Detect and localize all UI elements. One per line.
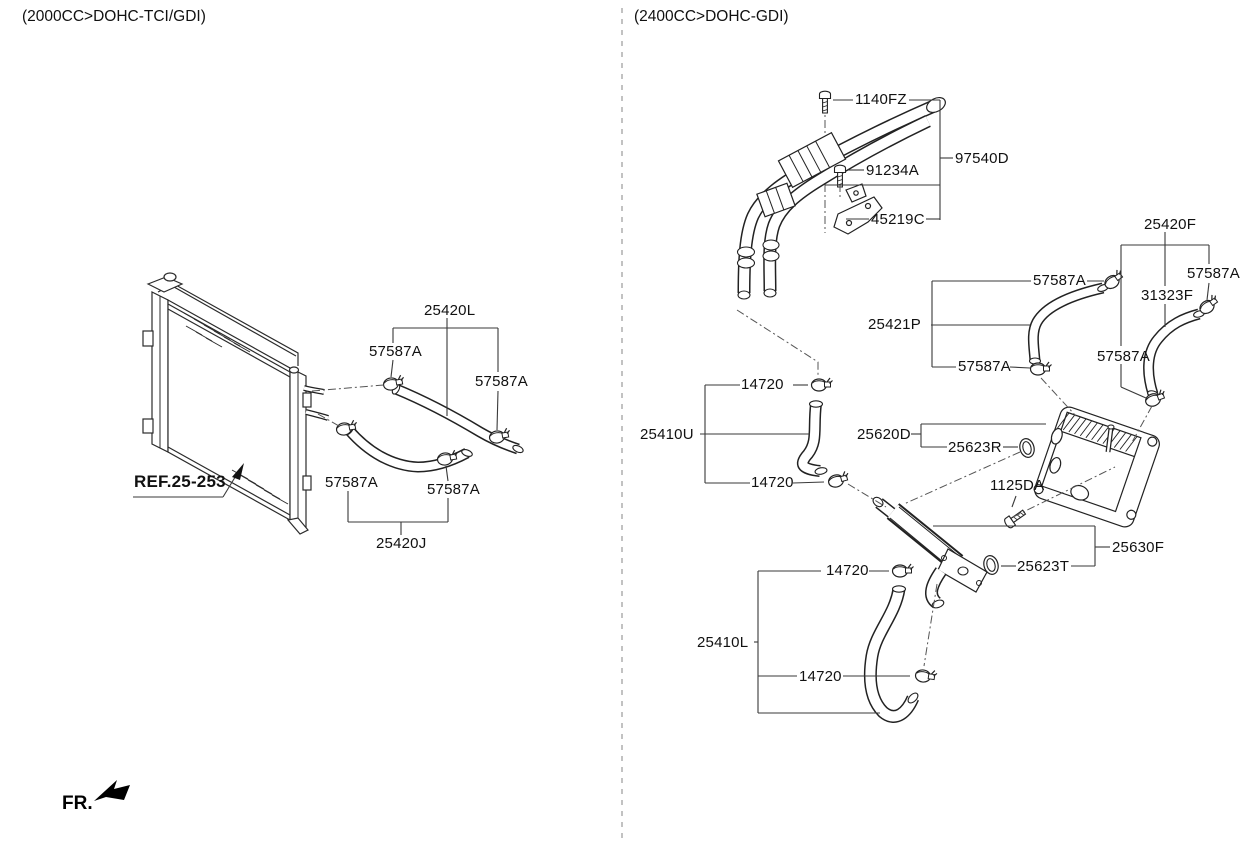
oil-cooler-pipe-drawing: [872, 496, 988, 609]
part-label-57587a: 57587A: [1187, 265, 1240, 282]
part-label-25623t: 25623T: [1017, 558, 1070, 575]
oil-cooler-drawing: [1033, 406, 1160, 528]
part-label-14720: 14720: [826, 562, 869, 579]
ref-label: REF.25-253: [134, 472, 226, 491]
part-label-57587a: 57587A: [427, 481, 480, 498]
part-label-57587a: 57587A: [1097, 348, 1150, 365]
part-label-14720: 14720: [751, 474, 794, 491]
engine-variant-right: (2400CC>DOHC-GDI): [634, 8, 789, 25]
ref-arrowhead: [232, 463, 244, 480]
part-label-57587a: 57587A: [958, 358, 1011, 375]
part-label-25420l: 25420L: [424, 302, 476, 319]
part-label-25623r: 25623R: [948, 439, 1002, 456]
heater-tube-assy-drawing: [736, 96, 946, 300]
part-label-25620d: 25620D: [857, 426, 911, 443]
front-direction-arrow-icon: [94, 780, 130, 801]
part-label-25410u: 25410U: [640, 426, 694, 443]
part-label-14720: 14720: [741, 376, 784, 393]
part-label-97540d: 97540D: [955, 150, 1009, 167]
hose-31323f-drawing: [1143, 308, 1205, 398]
part-label-14720: 14720: [799, 668, 842, 685]
part-label-1125da: 1125DA: [990, 477, 1045, 494]
part-label-25421p: 25421P: [868, 316, 921, 333]
part-label-25420f: 25420F: [1144, 216, 1197, 233]
hose-25420j-drawing: [344, 424, 473, 473]
part-label-25410l: 25410L: [697, 634, 749, 651]
bolt-1140fz-icon: [818, 90, 832, 114]
engine-variant-left: (2000CC>DOHC-TCI/GDI): [22, 8, 206, 25]
tube-bracket-drawing: [833, 183, 883, 235]
part-label-57587a: 57587A: [1033, 272, 1086, 289]
part-label-57587a: 57587A: [369, 343, 422, 360]
radiator-drawing: [142, 272, 329, 535]
part-label-57587a: 57587A: [325, 474, 378, 491]
part-label-1140fz: 1140FZ: [855, 91, 907, 108]
hose-25410l-drawing: [863, 585, 919, 723]
front-marker-label: FR.: [62, 793, 93, 814]
assembly-axis-lines: [311, 184, 1153, 667]
part-label-25630f: 25630F: [1112, 539, 1165, 556]
oring-25623r-icon: [1017, 436, 1037, 460]
leader-lines: [133, 99, 1210, 714]
part-label-91234a: 91234A: [866, 162, 919, 179]
part-label-25420j: 25420J: [376, 535, 427, 552]
hose-25410u-drawing: [796, 400, 828, 477]
part-label-31323f: 31323F: [1141, 287, 1194, 304]
part-label-57587a: 57587A: [475, 373, 528, 390]
hose-25420l-drawing: [391, 383, 524, 455]
part-label-45219c: 45219C: [871, 211, 925, 228]
